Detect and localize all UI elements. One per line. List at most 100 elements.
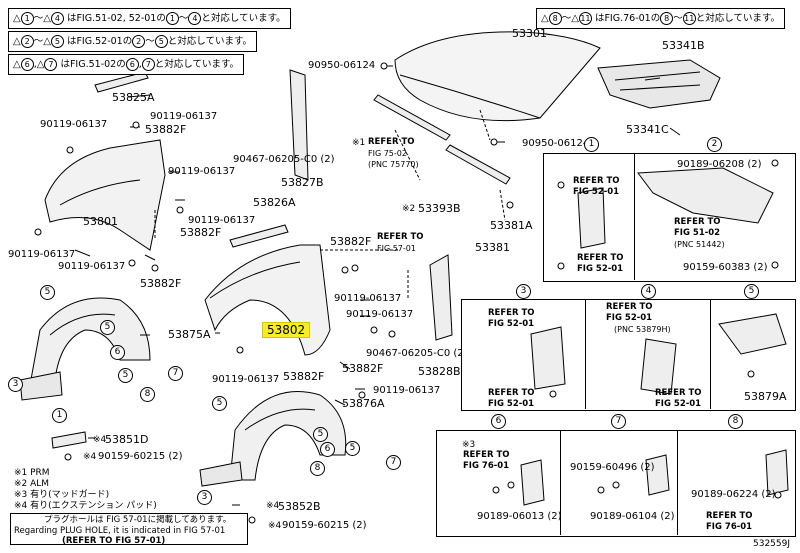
refer-fig[interactable]: FIG 76-01 bbox=[706, 522, 753, 532]
refer-fig[interactable]: FIG 52-01 bbox=[488, 319, 535, 329]
part-90159-60215[interactable]: 90159-60215 (2) bbox=[282, 520, 367, 531]
callout-1[interactable]: 1 bbox=[52, 408, 67, 423]
part-53875A[interactable]: 53875A bbox=[168, 328, 211, 341]
callout-8[interactable]: 8 bbox=[310, 461, 325, 476]
part-53851D[interactable]: 53851D bbox=[105, 433, 149, 446]
note-index: 11 bbox=[578, 12, 592, 25]
refer-pnc[interactable]: (PNC 51442) bbox=[674, 240, 725, 249]
part-90159-60383[interactable]: 90159-60383 (2) bbox=[683, 262, 768, 273]
callout-5[interactable]: 5 bbox=[212, 396, 227, 411]
part-90119-06137[interactable]: 90119-06137 bbox=[188, 215, 256, 226]
callout-3[interactable]: 3 bbox=[8, 377, 23, 392]
callout-5[interactable]: 5 bbox=[345, 441, 360, 456]
legend-4: ※4 有り(エクステンション パッド) bbox=[14, 501, 157, 511]
refer-fig[interactable]: FIG 52-01 bbox=[573, 187, 620, 197]
part-53381A[interactable]: 53381A bbox=[490, 219, 533, 232]
callout-3[interactable]: 3 bbox=[197, 490, 212, 505]
refer-text[interactable]: REFER TO bbox=[606, 302, 653, 312]
triangle-icon: △ bbox=[43, 35, 51, 47]
mark-2: ※2 bbox=[402, 204, 416, 214]
part-90189-06104[interactable]: 90189-06104 (2) bbox=[590, 511, 675, 522]
refer-text[interactable]: REFER TO bbox=[655, 388, 702, 398]
refer-text[interactable]: REFER TO bbox=[573, 176, 620, 186]
part-90119-06137[interactable]: 90119-06137 bbox=[8, 249, 76, 260]
part-90159-60496[interactable]: 90159-60496 (2) bbox=[570, 462, 655, 473]
part-90119-06137[interactable]: 90119-06137 bbox=[212, 374, 280, 385]
part-90119-06137[interactable]: 90119-06137 bbox=[346, 309, 414, 320]
part-53882F[interactable]: 53882F bbox=[283, 370, 325, 383]
refer-fig[interactable]: FIG 52-01 bbox=[655, 399, 702, 409]
callout-5[interactable]: 5 bbox=[118, 368, 133, 383]
refer-text[interactable]: REFER TO bbox=[463, 450, 510, 460]
refer-text[interactable]: REFER TO bbox=[706, 511, 753, 521]
detail-index-3: 3 bbox=[516, 284, 531, 299]
refer-text[interactable]: REFER TO bbox=[577, 253, 624, 263]
part-53393B[interactable]: 53393B bbox=[418, 202, 461, 215]
part-90119-06137[interactable]: 90119-06137 bbox=[150, 111, 218, 122]
part-53882F[interactable]: 53882F bbox=[342, 362, 384, 375]
refer-text[interactable]: REFER TO bbox=[488, 388, 535, 398]
part-90189-06013[interactable]: 90189-06013 (2) bbox=[477, 511, 562, 522]
part-53826A[interactable]: 53826A bbox=[253, 196, 296, 209]
part-90119-06137[interactable]: 90119-06137 bbox=[58, 261, 126, 272]
part-53341B[interactable]: 53341B bbox=[662, 39, 705, 52]
part-90119-06137[interactable]: 90119-06137 bbox=[373, 385, 441, 396]
part-53827B[interactable]: 53827B bbox=[281, 176, 324, 189]
refer-text[interactable]: REFER TO bbox=[488, 308, 535, 318]
refer-fig[interactable]: FIG 52-01 bbox=[577, 264, 624, 274]
part-53876A[interactable]: 53876A bbox=[342, 397, 385, 410]
part-53882F[interactable]: 53882F bbox=[180, 226, 222, 239]
callout-7[interactable]: 7 bbox=[386, 455, 401, 470]
refer-pnc[interactable]: (PNC 53879H) bbox=[614, 325, 671, 334]
callout-6[interactable]: 6 bbox=[110, 345, 125, 360]
footnote-ref[interactable]: (REFER TO FIG 57-01) bbox=[62, 536, 166, 547]
detail-index-5: 5 bbox=[744, 284, 759, 299]
refer-pnc[interactable]: (PNC 75770) bbox=[368, 160, 419, 169]
part-90119-06137[interactable]: 90119-06137 bbox=[168, 166, 236, 177]
callout-7[interactable]: 7 bbox=[168, 366, 183, 381]
refer-text[interactable]: REFER TO bbox=[368, 137, 415, 147]
callout-8[interactable]: 8 bbox=[140, 387, 155, 402]
callout-5[interactable]: 5 bbox=[100, 320, 115, 335]
part-53825A[interactable]: 53825A bbox=[112, 91, 155, 104]
part-53882F[interactable]: 53882F bbox=[140, 277, 182, 290]
note-index: 8 bbox=[548, 12, 562, 25]
divider bbox=[677, 430, 678, 535]
note-index: 7 bbox=[44, 58, 58, 71]
mark-1: ※1 bbox=[352, 138, 366, 148]
part-90119-06137[interactable]: 90119-06137 bbox=[40, 119, 108, 130]
part-53381[interactable]: 53381 bbox=[475, 241, 510, 254]
part-53801[interactable]: 53801 bbox=[83, 215, 118, 228]
refer-text[interactable]: REFER TO bbox=[377, 232, 424, 242]
part-90119-06137[interactable]: 90119-06137 bbox=[334, 293, 402, 304]
part-53879A[interactable]: 53879A bbox=[744, 390, 787, 403]
part-53882F[interactable]: 53882F bbox=[330, 235, 372, 248]
refer-fig[interactable]: FIG 75-02 bbox=[368, 149, 407, 158]
note-index: 6 bbox=[125, 58, 139, 71]
part-53301[interactable]: 53301 bbox=[512, 27, 547, 40]
refer-text[interactable]: REFER TO bbox=[674, 217, 721, 227]
part-90950-06124[interactable]: 90950-06124 bbox=[522, 138, 590, 149]
part-90189-06208[interactable]: 90189-06208 (2) bbox=[677, 159, 762, 170]
part-90950-06124[interactable]: 90950-06124 bbox=[308, 60, 376, 71]
callout-5[interactable]: 5 bbox=[40, 285, 55, 300]
note-suffix: と対応しています。 bbox=[201, 13, 286, 24]
part-90189-06224[interactable]: 90189-06224 (2) bbox=[691, 489, 776, 500]
part-90467-06205[interactable]: 90467-06205-C0 (2) bbox=[366, 348, 468, 359]
part-90159-60215[interactable]: 90159-60215 (2) bbox=[98, 451, 183, 462]
refer-fig[interactable]: FIG 52-01 bbox=[488, 399, 535, 409]
refer-fig[interactable]: FIG 51-02 bbox=[674, 228, 721, 238]
part-53852B[interactable]: 53852B bbox=[278, 500, 321, 513]
part-53802-highlighted[interactable]: 53802 bbox=[262, 322, 311, 338]
callout-6[interactable]: 6 bbox=[320, 442, 335, 457]
note-index: 1 bbox=[165, 12, 179, 25]
part-53341C[interactable]: 53341C bbox=[626, 123, 669, 136]
part-53828B[interactable]: 53828B bbox=[418, 365, 461, 378]
refer-fig[interactable]: FIG 52-01 bbox=[606, 313, 653, 323]
detail-index-4: 4 bbox=[641, 284, 656, 299]
part-90467-06205[interactable]: 90467-06205-C0 (2) bbox=[233, 154, 335, 165]
callout-5[interactable]: 5 bbox=[313, 427, 328, 442]
refer-fig[interactable]: FIG 76-01 bbox=[463, 461, 510, 471]
refer-fig[interactable]: FIG 57-01 bbox=[377, 244, 416, 253]
part-53882F[interactable]: 53882F bbox=[145, 123, 187, 136]
